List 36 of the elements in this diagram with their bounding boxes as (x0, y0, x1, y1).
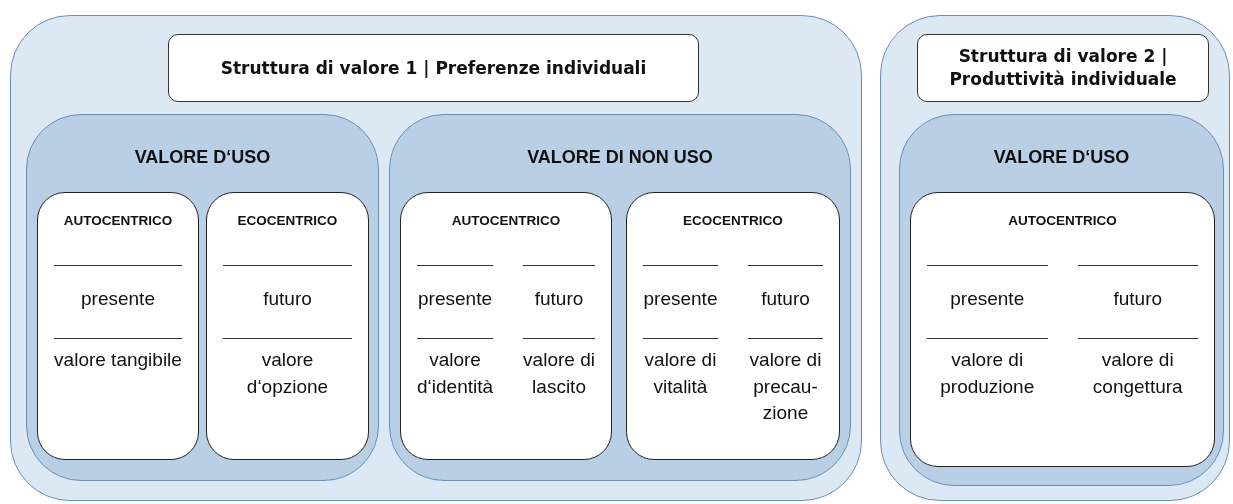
category-card (910, 192, 1215, 467)
value-label: valore d‘opzione (223, 338, 352, 401)
group-heading: VALORE DI NON USO (526, 147, 714, 168)
group-panel (26, 114, 379, 481)
time-label: presente (643, 265, 718, 338)
group-panel (389, 114, 851, 481)
value-label: valore di vitalità (643, 338, 718, 427)
title-box: Struttura di valore 1 | Preferenze individuali (168, 34, 699, 102)
time-label: presente (927, 265, 1048, 338)
category-card (400, 192, 612, 460)
value-label: valore di lascito (523, 338, 595, 401)
time-label: presente (54, 265, 182, 338)
time-label: futuro (1077, 265, 1198, 338)
value-label: valore di precau-zione (748, 338, 823, 427)
category-card (37, 192, 199, 460)
panel-background (880, 15, 1230, 501)
time-label: futuro (748, 265, 823, 338)
value-label: valore di produzione (927, 338, 1048, 401)
title-box: Struttura di valore 2 | Produttività individuale (917, 34, 1209, 102)
value-label: valore tangibile (54, 338, 182, 374)
category-card (206, 192, 369, 460)
card-heading: ECOCENTRICO (682, 213, 784, 228)
time-label: presente (417, 265, 494, 338)
category-card (626, 192, 840, 460)
time-label: futuro (523, 265, 595, 338)
card-heading: AUTOCENTRICO (450, 213, 562, 228)
panel-background (10, 15, 862, 501)
group-heading: VALORE D‘USO (133, 147, 272, 168)
group-heading: VALORE D‘USO (992, 147, 1131, 168)
group-panel (899, 114, 1224, 486)
time-label: futuro (223, 265, 352, 338)
card-heading: ECOCENTRICO (236, 213, 339, 228)
value-label: valore di congettura (1077, 338, 1198, 401)
card-heading: AUTOCENTRICO (62, 213, 174, 228)
card-heading: AUTOCENTRICO (1007, 213, 1118, 228)
value-label: valore d‘identità (417, 338, 494, 401)
